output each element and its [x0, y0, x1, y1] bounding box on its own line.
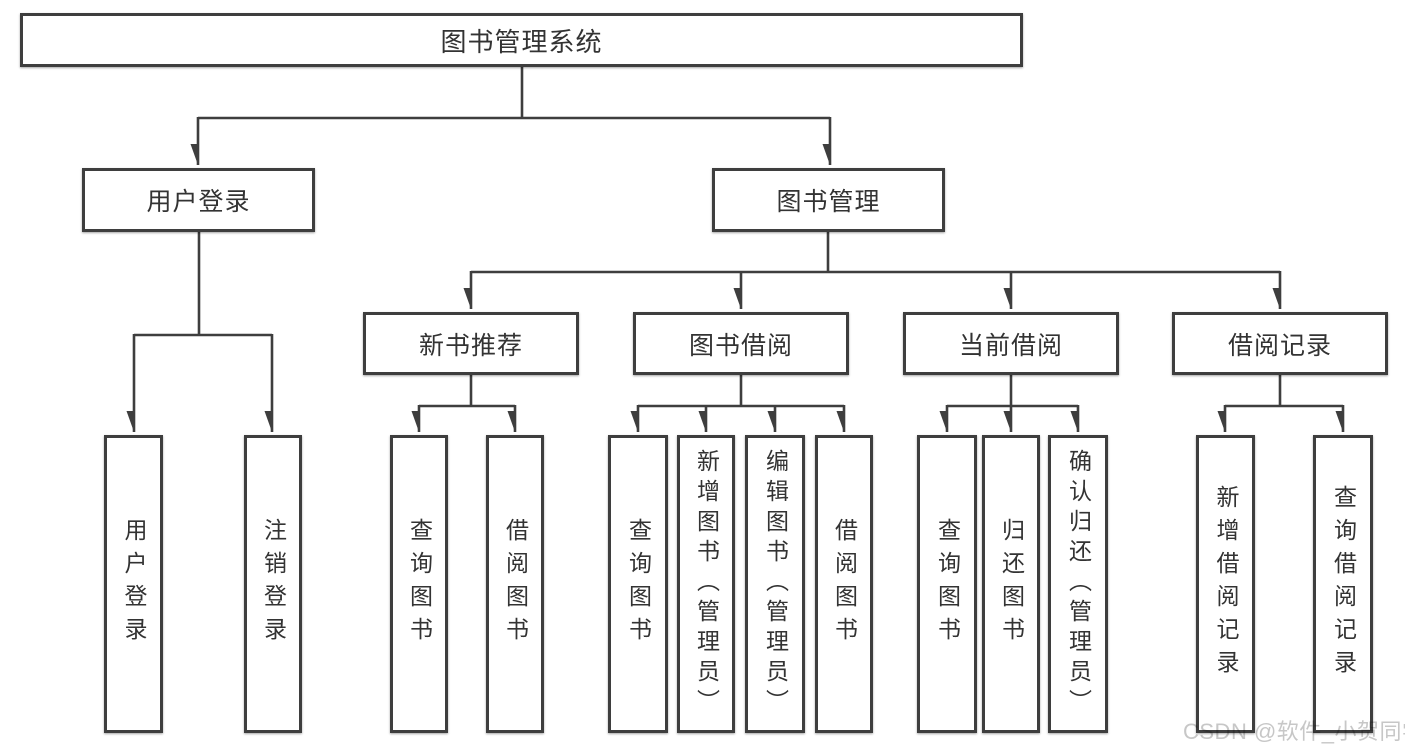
node-new-book-recommend: 新书推荐: [363, 312, 579, 375]
node-nb-borrow-books-label: 借阅图书: [502, 518, 529, 650]
node-br-query-record-label: 查询借阅记录: [1330, 485, 1357, 683]
node-cb-return-books-label: 归还图书: [998, 518, 1025, 650]
node-user-login-group: 用户登录: [82, 168, 315, 232]
node-user-login: 用户登录: [104, 435, 163, 733]
node-user-login-group-label: 用户登录: [146, 188, 251, 216]
node-user-login-label: 用户登录: [121, 518, 147, 650]
node-book-borrowing: 图书借阅: [633, 312, 849, 375]
node-nb-query-books-label: 查询图书: [406, 518, 433, 650]
csdn-watermark: CSDN @软件_小贺同学: [1183, 719, 1405, 744]
node-bb-query-books-label: 查询图书: [625, 518, 652, 650]
node-nb-query-books: 查询图书: [390, 435, 448, 733]
node-cb-confirm-return: 确认归还（管理员）: [1048, 435, 1108, 733]
node-bb-edit-books: 编辑图书（管理员）: [745, 435, 805, 733]
node-bb-query-books: 查询图书: [608, 435, 668, 733]
node-borrowing-records-label: 借阅记录: [1227, 331, 1332, 360]
node-borrowing-records: 借阅记录: [1172, 312, 1388, 375]
node-nb-borrow-books: 借阅图书: [486, 435, 544, 733]
node-br-add-record-label: 新增借阅记录: [1213, 485, 1239, 683]
node-logout: 注销登录: [244, 435, 302, 733]
node-current-borrowing: 当前借阅: [903, 312, 1119, 375]
node-cb-query-books: 查询图书: [917, 435, 977, 733]
node-cb-return-books: 归还图书: [982, 435, 1040, 733]
node-cb-query-books-label: 查询图书: [934, 518, 961, 650]
node-br-add-record: 新增借阅记录: [1196, 435, 1255, 733]
node-cb-confirm-return-label: 确认归还（管理员）: [1065, 449, 1092, 719]
node-br-query-record: 查询借阅记录: [1313, 435, 1373, 733]
node-book-borrowing-label: 图书借阅: [688, 331, 793, 360]
node-root-label: 图书管理系统: [440, 26, 603, 57]
node-bb-add-books: 新增图书（管理员）: [677, 435, 735, 733]
node-bb-edit-books-label: 编辑图书（管理员）: [762, 449, 789, 719]
node-book-management: 图书管理: [712, 168, 945, 232]
node-bb-borrow-books: 借阅图书: [815, 435, 873, 733]
node-logout-label: 注销登录: [260, 518, 287, 650]
node-root: 图书管理系统: [20, 13, 1023, 67]
node-new-book-recommend-label: 新书推荐: [418, 331, 523, 360]
node-current-borrowing-label: 当前借阅: [958, 331, 1063, 360]
node-bb-add-books-label: 新增图书（管理员）: [693, 449, 720, 719]
node-bb-borrow-books-label: 借阅图书: [831, 518, 858, 650]
node-book-management-label: 图书管理: [776, 188, 881, 216]
